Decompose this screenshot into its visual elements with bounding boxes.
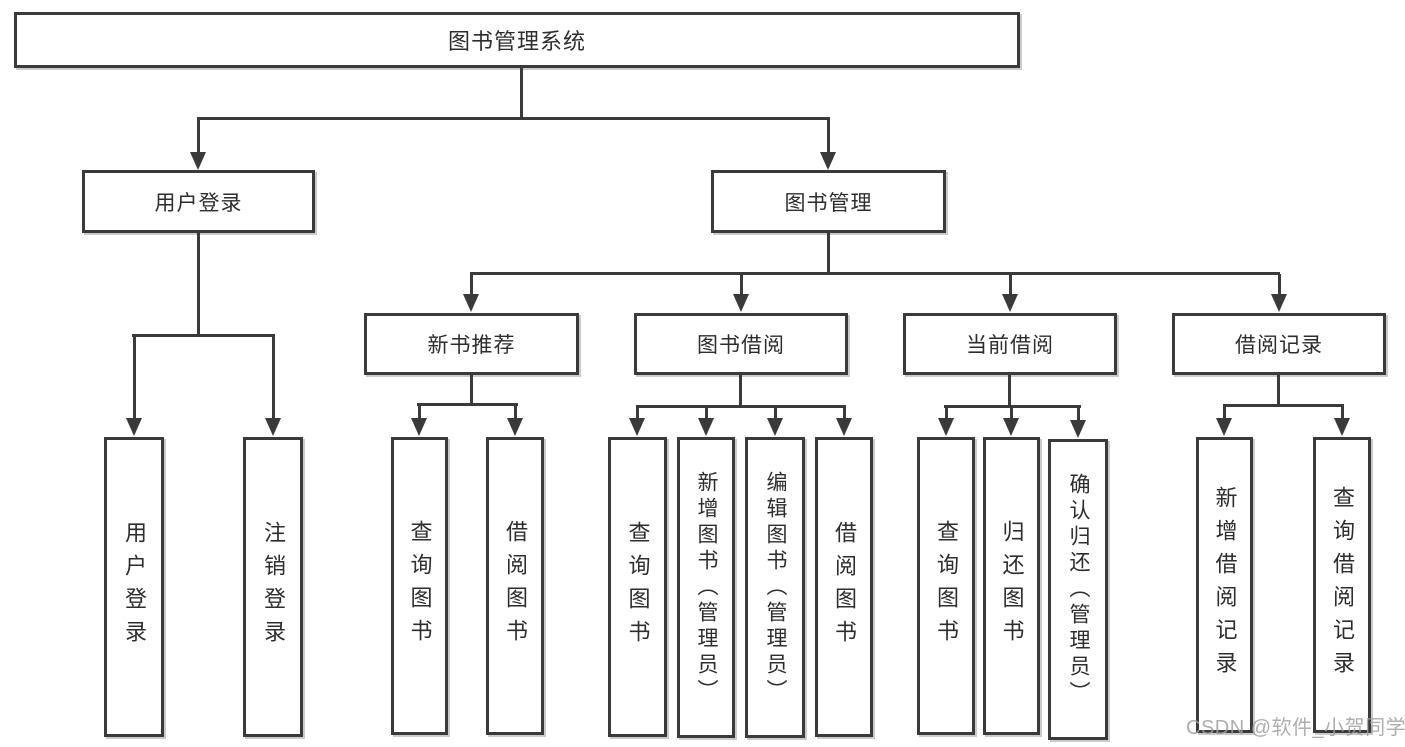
connector-book-borrow-bus: [636, 405, 846, 408]
node-book-mgmt: 图书管理: [711, 170, 946, 233]
connector-borrow-records-stub: [1277, 375, 1280, 407]
node-user-login: 用户登录: [82, 170, 315, 233]
arrow-to-user-login: [190, 119, 206, 170]
connector-root-stub: [520, 68, 523, 119]
arrow-to-login-leaf-2: [265, 336, 281, 436]
connector-new-books-bus: [417, 403, 518, 406]
arrow-to-borrow-records: [1271, 274, 1287, 312]
connector-current-borrow-stub: [1008, 375, 1011, 408]
node-root: 图书管理系统: [14, 12, 1020, 68]
arrow-to-book-mgmt: [820, 119, 836, 170]
connector-new-books-stub: [470, 375, 473, 406]
leaf-add-books-admin: 新增图书（管理员）: [677, 437, 735, 738]
csdn-watermark: CSDN @软件_小贺同学: [1186, 717, 1405, 739]
leaf-query-books-current: 查询图书: [917, 437, 975, 735]
connector-login-stub: [197, 233, 200, 337]
leaf-borrow-books-recommend: 借阅图书: [486, 437, 544, 735]
arrow-to-book-borrow-leaf-3: [767, 407, 783, 436]
arrow-to-current-borrow-leaf-1: [938, 407, 954, 436]
leaf-return-books: 归还图书: [983, 437, 1040, 735]
arrow-to-book-borrow-leaf-4: [836, 407, 852, 436]
leaf-query-books-borrow: 查询图书: [608, 437, 667, 737]
connector-current-borrow-bus: [944, 405, 1081, 408]
node-book-borrow: 图书借阅: [634, 313, 848, 375]
leaf-user-login: 用户登录: [104, 437, 164, 737]
connector-login-bus: [132, 334, 275, 337]
connector-level3-bus: [470, 272, 1280, 275]
arrow-to-book-borrow-leaf-1: [629, 407, 645, 436]
node-borrow-records: 借阅记录: [1172, 313, 1386, 375]
arrow-to-current-borrow-leaf-3: [1070, 407, 1086, 438]
arrow-to-book-borrow-leaf-2: [698, 407, 714, 436]
arrow-to-current-borrow: [1002, 274, 1018, 312]
connector-mgmt-stub: [827, 233, 830, 275]
arrow-to-login-leaf-1: [126, 336, 142, 436]
leaf-logout: 注销登录: [243, 437, 303, 737]
leaf-edit-books-admin: 编辑图书（管理员）: [745, 437, 805, 738]
leaf-query-books-recommend: 查询图书: [391, 437, 448, 735]
arrow-to-new-books: [463, 274, 479, 312]
connector-level2-bus: [197, 117, 830, 120]
arrow-to-borrow-records-leaf-1: [1216, 406, 1232, 436]
node-new-books: 新书推荐: [364, 313, 579, 375]
arrow-to-new-books-leaf-1: [411, 405, 427, 436]
connector-borrow-records-bus: [1223, 404, 1344, 407]
connector-book-borrow-stub: [739, 375, 742, 408]
leaf-add-borrow-record: 新增借阅记录: [1196, 437, 1253, 733]
leaf-confirm-return-admin: 确认归还（管理员）: [1048, 439, 1108, 740]
leaf-query-borrow-record: 查询借阅记录: [1313, 437, 1371, 733]
leaf-borrow-books: 借阅图书: [815, 437, 873, 737]
node-current-borrow: 当前借阅: [903, 313, 1117, 375]
arrow-to-book-borrow: [733, 274, 749, 312]
arrow-to-new-books-leaf-2: [507, 405, 523, 436]
arrow-to-current-borrow-leaf-2: [1003, 407, 1019, 436]
arrow-to-borrow-records-leaf-2: [1334, 406, 1350, 436]
